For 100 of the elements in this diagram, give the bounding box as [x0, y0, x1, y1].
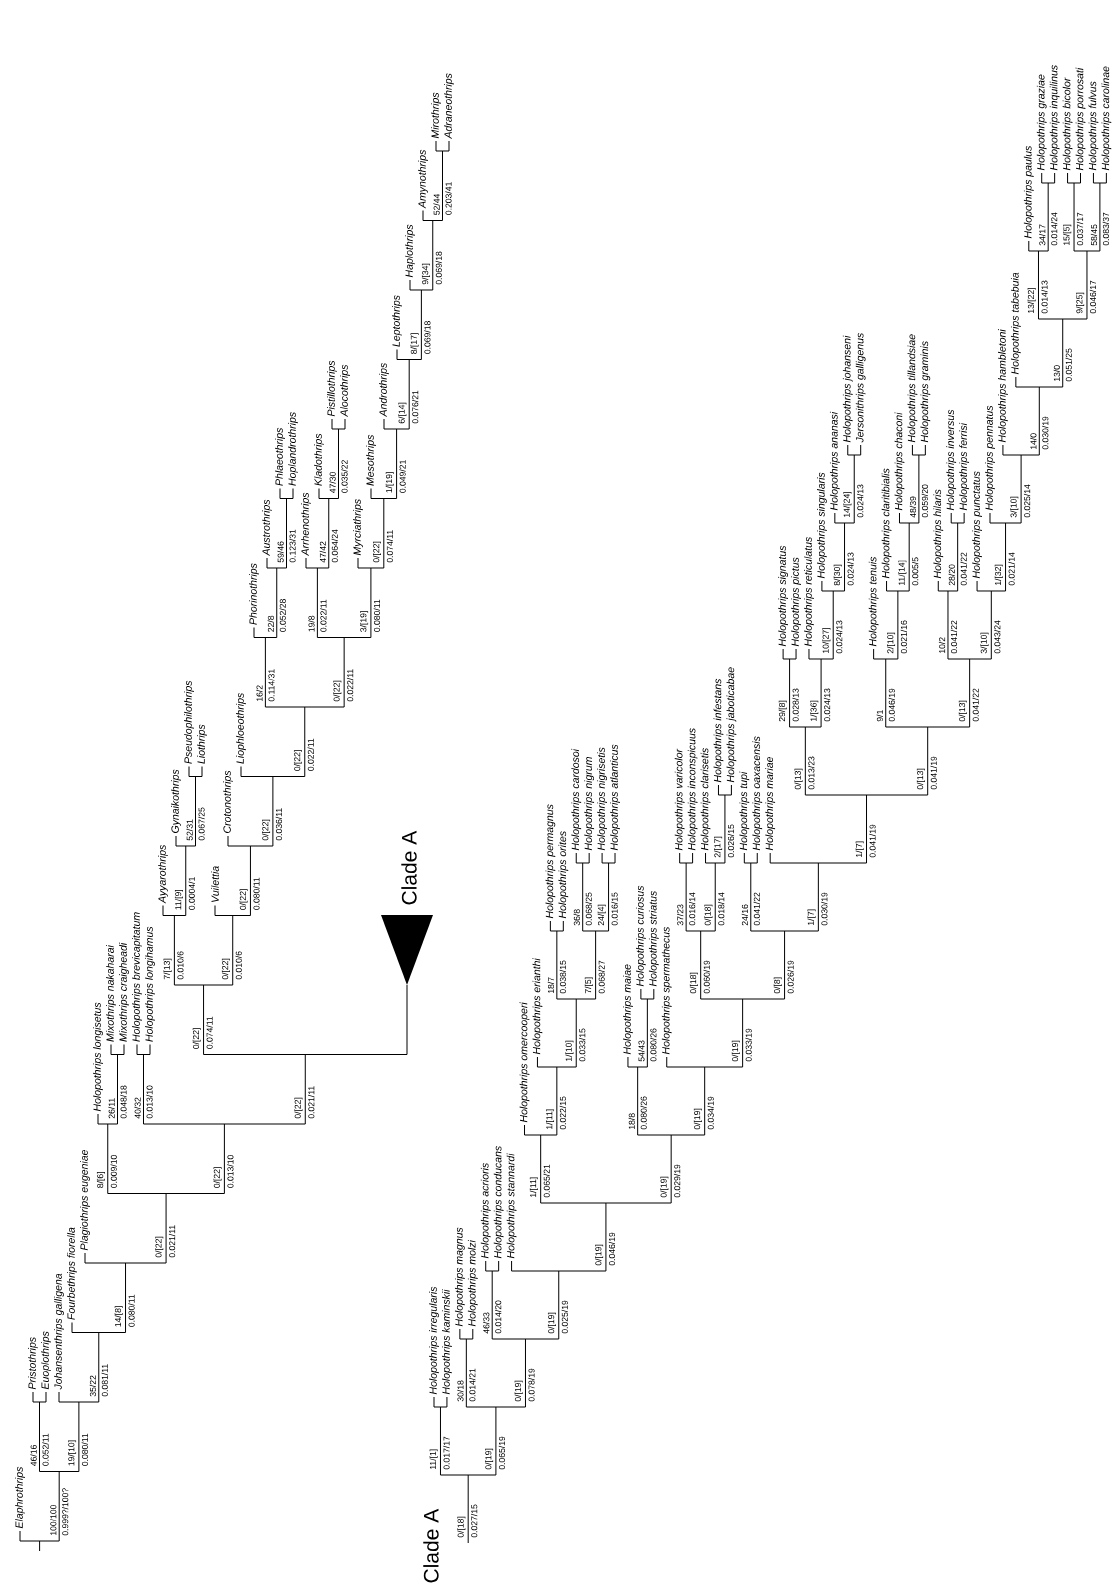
- taxon-name: Holopothrips claritibialis: [881, 468, 892, 579]
- taxon-name: Holopothrips acrioris: [480, 1163, 491, 1259]
- support-value: 0.014/24: [1051, 212, 1058, 246]
- taxon-name: Euoplothrips: [41, 1331, 51, 1390]
- taxon-name: Myrciathrips: [353, 499, 363, 556]
- support-value: 0.014/20: [495, 1300, 502, 1334]
- support-value: 0.041/22: [753, 892, 760, 926]
- support-value: 0.074/11: [206, 1016, 213, 1049]
- support-value: 1/[11]: [546, 1109, 555, 1130]
- support-value: 0/[13]: [794, 768, 803, 790]
- support-value: 0.080/26: [650, 1028, 657, 1062]
- support-value: 24/16: [741, 904, 748, 926]
- support-value: 36/8: [573, 909, 580, 926]
- support-value: 0/[22]: [293, 750, 302, 771]
- taxon-name: Holopothrips stannardi: [506, 1153, 517, 1259]
- taxon-name: Holopothrips jaboticabae: [726, 667, 737, 783]
- support-value: 29/[8]: [778, 700, 787, 722]
- support-value: 0.035/22: [341, 460, 348, 493]
- support-value: 1/[7]: [855, 841, 864, 858]
- taxon-name: Mixothrips nakaharai: [106, 944, 116, 1042]
- taxon-name: Holopothrips brevicapitatum: [132, 912, 142, 1042]
- support-value: 58/45: [1090, 224, 1098, 246]
- support-value: 15/[5]: [1063, 224, 1072, 246]
- support-value: 8/[6]: [96, 1172, 105, 1188]
- support-value: 3/[19]: [360, 611, 369, 632]
- taxon-name: Holopothrips reticulatus: [804, 537, 814, 647]
- support-value: 0.080/11: [373, 599, 380, 632]
- taxon-name: Kladothrips: [314, 433, 324, 486]
- support-value: 0/[22]: [239, 889, 248, 910]
- support-value: 46/16: [30, 1445, 37, 1466]
- support-value: 100/100: [50, 1504, 57, 1536]
- support-value: 0/[18]: [704, 904, 713, 926]
- support-value: 1/[7]: [807, 909, 816, 926]
- taxon-name: Holopothrips spermathecus: [661, 926, 672, 1055]
- taxon-name: Holopothrips fulvus: [1088, 81, 1099, 171]
- support-value: 11/[1]: [429, 1449, 438, 1470]
- support-value: 0.049/21: [399, 460, 406, 493]
- taxon-name: Holopothrips chaconi: [894, 412, 905, 511]
- taxon-name: Holopothrips nigrum: [584, 757, 595, 851]
- support-value: 0.081/11: [101, 1364, 108, 1397]
- support-value: 0.022/15: [559, 1096, 566, 1130]
- support-value: 0.068/25: [585, 892, 592, 926]
- taxon-name: Holopothrips inversus: [946, 409, 957, 511]
- support-value: 54/43: [638, 1040, 645, 1062]
- support-value: 0.009/10: [110, 1155, 117, 1188]
- support-value: 0.013/10: [227, 1155, 234, 1188]
- support-value: 1/[36]: [810, 700, 819, 722]
- taxon-name: Arrhenothrips: [301, 492, 311, 556]
- support-value: 0/[19]: [547, 1312, 556, 1334]
- taxon-name: Johansenthrips galligena: [54, 1273, 64, 1390]
- support-value: 0.046/19: [608, 1232, 616, 1266]
- support-value: 0.036/11: [275, 808, 282, 841]
- taxon-name: Pistillothrips: [327, 360, 337, 417]
- support-value: 24/[4]: [597, 904, 606, 926]
- support-value: 0.064/24: [331, 529, 338, 563]
- support-value: 9/[25]: [1076, 292, 1085, 314]
- taxon-name: Holopothrips atlanticus: [610, 744, 620, 851]
- support-value: 0.065/19: [498, 1436, 505, 1470]
- support-value: 0.017/17: [443, 1436, 450, 1470]
- support-value: 0/[22]: [155, 1236, 164, 1258]
- support-value: 0.030/19: [1042, 416, 1049, 450]
- taxon-name: Holopothrips ananasi: [829, 411, 840, 511]
- support-value: 0.041/19: [930, 756, 937, 790]
- support-value: 0.016/14: [688, 892, 696, 926]
- taxon-name: Holopothrips hilaris: [933, 489, 944, 579]
- support-value: 0/[19]: [595, 1244, 604, 1266]
- taxon-name: Holopothrips tillandsiae: [907, 334, 918, 443]
- support-value: 0.052/28: [279, 599, 286, 632]
- support-value: 0/[18]: [689, 972, 698, 994]
- taxon-name: Holopothrips ferrisi: [959, 422, 970, 511]
- support-value: 0.028/13: [792, 688, 799, 722]
- support-value: 0/[22]: [213, 1167, 222, 1188]
- support-value: 0.018/14: [718, 892, 725, 926]
- support-value: 0.041/22: [950, 620, 958, 654]
- support-value: 0.051/25: [1065, 348, 1072, 382]
- support-value: 0/[19]: [731, 1040, 740, 1062]
- support-value: 0/[13]: [958, 700, 967, 722]
- taxon-name: Holopothrips curiosus: [636, 885, 646, 987]
- support-value: 3/[10]: [1010, 496, 1019, 518]
- taxon-name: Holopothrips clarisetis: [700, 748, 711, 851]
- support-value: 0.067/25: [198, 807, 205, 841]
- taxon-name: Holopothrips omercooperi: [519, 1002, 530, 1123]
- taxon-name: Holopothrips hambletoni: [998, 329, 1008, 443]
- support-value: 30/18: [457, 1380, 464, 1402]
- support-value: 37/23: [677, 904, 684, 926]
- support-value: 0.123/31: [289, 529, 296, 563]
- support-value: 0.010/6: [177, 951, 184, 980]
- support-value: 11/[14]: [898, 560, 907, 586]
- taxon-name: Holopothrips erianthi: [532, 958, 543, 1055]
- support-value: 1/[19]: [385, 472, 394, 493]
- support-value: 0.060/19: [703, 960, 710, 994]
- support-value: 0.065/21: [543, 1164, 550, 1198]
- taxon-name: Holopothrips tenuis: [868, 556, 879, 647]
- support-value: 0.014/21: [469, 1368, 476, 1402]
- support-value: 0.052/11: [42, 1433, 49, 1466]
- support-value: 0.021/16: [900, 620, 907, 654]
- support-value: 0/[22]: [192, 1028, 201, 1049]
- support-value: 0.114/31: [268, 669, 275, 702]
- support-value: 0/[22]: [221, 958, 230, 980]
- support-value: 14/[8]: [114, 1306, 123, 1327]
